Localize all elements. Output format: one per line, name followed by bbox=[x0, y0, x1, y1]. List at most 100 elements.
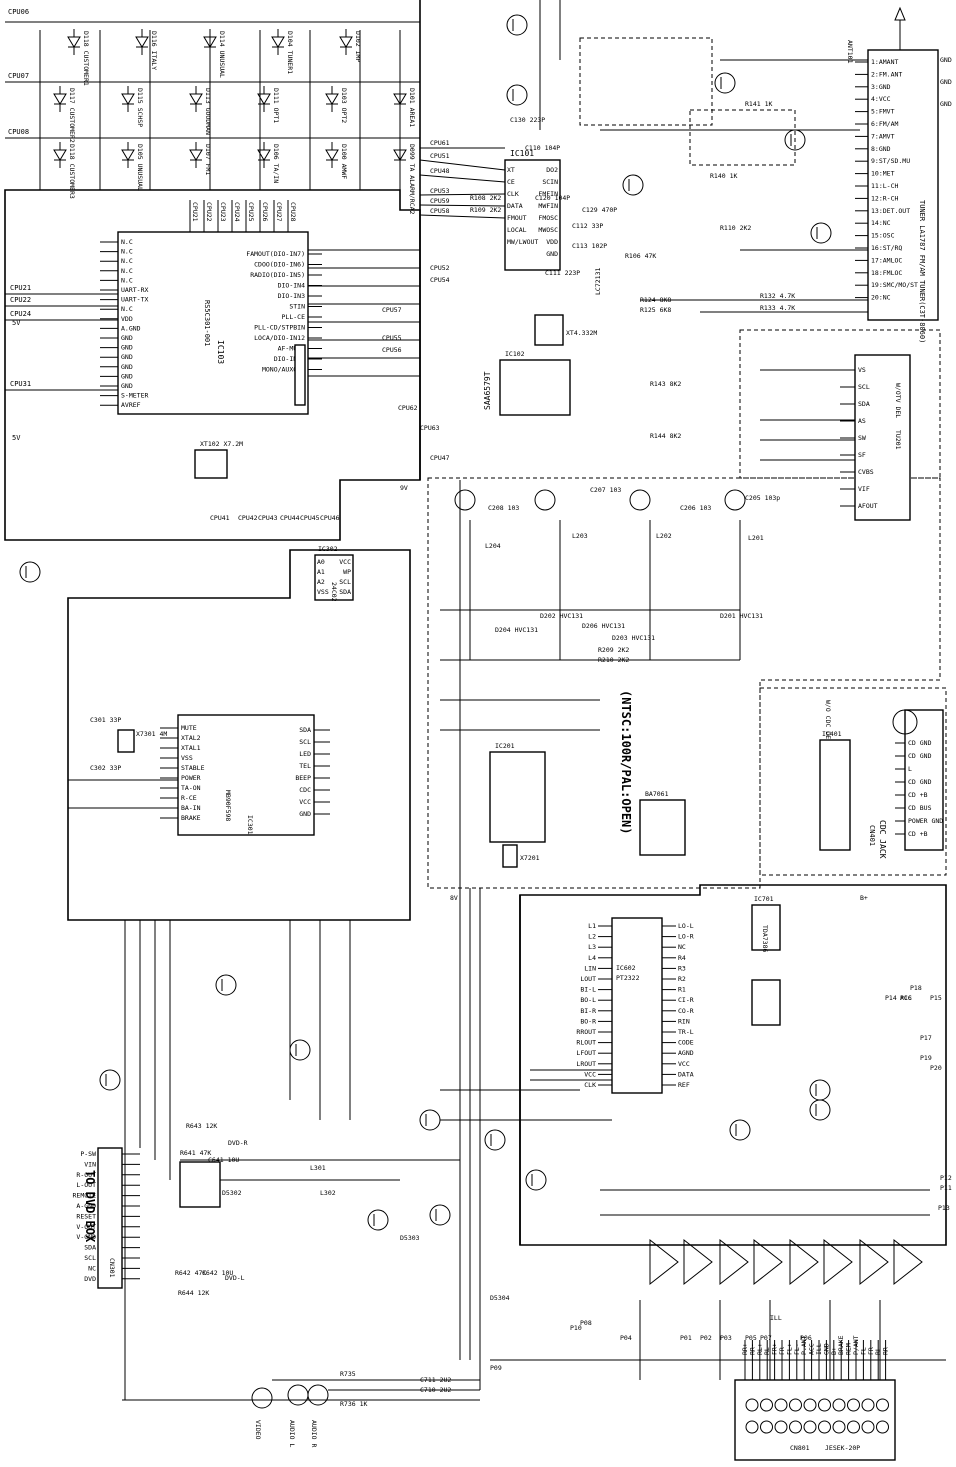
tuner-ic-pin: MWFIN bbox=[538, 202, 558, 210]
tv-module-ref: TU201 bbox=[894, 430, 902, 450]
audio-proc-right-pin: CODE bbox=[678, 1039, 694, 1047]
rf-l202: L202 bbox=[656, 532, 672, 540]
matrix-diode bbox=[53, 86, 67, 112]
osc-section-outline bbox=[579, 37, 713, 126]
component-label: CPU52 bbox=[430, 264, 450, 272]
cpu-top-pin: CPU28 bbox=[289, 202, 297, 222]
ant-gnd-3: GND bbox=[940, 100, 952, 108]
component-label: D5304 bbox=[490, 1294, 510, 1302]
dvd-box-pin: SCL bbox=[84, 1254, 96, 1262]
av-audio-l-label: AUDIO L bbox=[288, 1420, 296, 1447]
tv-module-title: W/OTV DEL bbox=[894, 383, 902, 418]
tuner-ic-part: LC72131 bbox=[594, 268, 602, 295]
tuner-ic-pin: VDD bbox=[546, 238, 558, 246]
cn801-pin bbox=[774, 1420, 788, 1434]
rds-ic: SAA6579T IC102 XT4.332M bbox=[483, 314, 597, 416]
cpu-left-pin: UART-RX bbox=[121, 286, 148, 294]
rf-c206: C206 103 bbox=[680, 504, 711, 512]
cdc-section-outline bbox=[759, 687, 947, 876]
component-label: R106 47K bbox=[625, 252, 656, 260]
cn801-pin-label: RL- bbox=[763, 1343, 771, 1355]
cpu-right-pin: DIO-IN14 bbox=[274, 355, 305, 363]
component-label: P01 bbox=[680, 1334, 692, 1342]
cpu-right-pin: AF-MUTE bbox=[278, 345, 305, 353]
tuner-module-pin: 8:GND bbox=[871, 145, 891, 153]
cn801-pin-label: FR bbox=[867, 1347, 875, 1355]
eeprom-pin: WP bbox=[343, 568, 351, 576]
component-label: R143 8K2 bbox=[650, 380, 681, 388]
tuner-pll-ic: IC101 LC72131 XTCECLKDATAFMOUTLOCALMW/LW… bbox=[419, 139, 602, 295]
cdc-pin: L bbox=[908, 765, 912, 773]
cdc-pin: POWER GND bbox=[908, 817, 943, 825]
diode-label: D118 CUSTOMER1 bbox=[82, 31, 90, 86]
av-r735: R735 bbox=[340, 1370, 356, 1378]
component-label: P04 bbox=[620, 1334, 632, 1342]
audio-proc-left-pin: BI-R bbox=[580, 1007, 596, 1015]
cn801-pin bbox=[876, 1420, 889, 1434]
cn801-pin bbox=[818, 1398, 831, 1412]
component-label: DVD-R bbox=[228, 1139, 248, 1147]
audio-proc-right-pin: NC bbox=[678, 943, 686, 951]
cpu-right-pin: PLL-CD/STPBIN bbox=[254, 324, 305, 332]
matrix-diode bbox=[189, 142, 203, 168]
diode-label: D105 UNUSUAL bbox=[136, 144, 144, 191]
tuner-module-pin: 13:DET.OUT bbox=[871, 207, 910, 215]
component-label: C112 33P bbox=[572, 222, 603, 230]
audio-proc-right-pin: R1 bbox=[678, 986, 686, 994]
diode-label: D104 TUNER1 bbox=[286, 31, 294, 74]
audio-proc-right-pin: CO-R bbox=[678, 1007, 694, 1015]
rf-d206: D206 HVC131 bbox=[582, 622, 625, 630]
dvd-box-pin: R-OUT bbox=[76, 1171, 96, 1179]
cn801-pin-label: FL bbox=[859, 1347, 867, 1355]
cn801-pin-label: GND bbox=[822, 1343, 830, 1355]
main-mcu-right-pin: CDC bbox=[299, 786, 311, 794]
eeprom-ref: IC302 bbox=[318, 545, 338, 553]
component-label: R140 1K bbox=[710, 172, 737, 180]
cn801-pin-label: FL- bbox=[793, 1343, 801, 1355]
cn801-pin-label: P.ANT bbox=[800, 1335, 808, 1355]
component-label: R109 2K2 bbox=[470, 206, 501, 214]
audio-proc-left-pin: RROUT bbox=[576, 1028, 596, 1036]
video-ic2-ref: BA7061 bbox=[645, 790, 669, 798]
rf-c205: C205 103p bbox=[745, 494, 780, 502]
audio-proc-left-pin: BO-R bbox=[580, 1017, 596, 1025]
matrix-diode bbox=[257, 86, 271, 112]
cdc-pin: CD +B bbox=[908, 791, 928, 799]
video-ic-ref: IC201 bbox=[495, 742, 515, 750]
rds-ic-part: SAA6579T bbox=[483, 371, 492, 410]
rf-d201: D201 HVC131 bbox=[720, 612, 763, 620]
tuner-ic-pin: XT bbox=[507, 166, 515, 174]
main-mcu-left-pin: MUTE bbox=[181, 724, 197, 732]
cn801-pin-label: RL+ bbox=[756, 1343, 764, 1355]
audio-proc-right-pin: R2 bbox=[678, 975, 686, 983]
audio-proc-ref: IC602 bbox=[616, 964, 636, 972]
tuner-ic-pin: DATA bbox=[507, 202, 523, 210]
component-label: R644 12K bbox=[178, 1289, 209, 1297]
cpu-left-pin: N.C bbox=[121, 238, 133, 246]
tuner-ic-pin: FMOSC bbox=[538, 214, 558, 222]
audio-proc-left-pin: RLOUT bbox=[576, 1039, 596, 1047]
component-label: P03 bbox=[720, 1334, 732, 1342]
tuner-module-pin: 19:SMC/MO/ST bbox=[871, 281, 918, 289]
cpu-left-pin: A.GND bbox=[121, 324, 141, 332]
component-label: P09 bbox=[490, 1364, 502, 1372]
matrix-diode bbox=[67, 29, 81, 55]
diode-label: D111 OPT1 bbox=[272, 88, 280, 123]
diode-label: D099 TA ALARM/RCA2 bbox=[408, 144, 416, 215]
dvd-box-pin: RESET bbox=[76, 1212, 96, 1220]
component-label: R132 4.7K bbox=[760, 292, 795, 300]
tv-module-section-outline bbox=[739, 329, 941, 479]
tv-module-pin: SF bbox=[858, 451, 866, 459]
main-mcu-right-pin: SCL bbox=[299, 738, 311, 746]
audio-proc-right-pin: R3 bbox=[678, 964, 686, 972]
dvd-box-pin: DVD bbox=[84, 1275, 96, 1283]
audio-proc-left-pin: L3 bbox=[588, 943, 596, 951]
tv-module-pin: CVBS bbox=[858, 468, 874, 476]
cpu-left-pin: S-METER bbox=[121, 392, 148, 400]
rf-tuning-stage: C207 103 C208 103 C206 103 C205 103p L20… bbox=[440, 486, 780, 664]
cn801-pin-label: FR- bbox=[778, 1343, 786, 1355]
component-label: P02 bbox=[700, 1334, 712, 1342]
tv-module-pin: SW bbox=[858, 434, 866, 442]
cn801-pin-label: RR- bbox=[748, 1343, 756, 1355]
